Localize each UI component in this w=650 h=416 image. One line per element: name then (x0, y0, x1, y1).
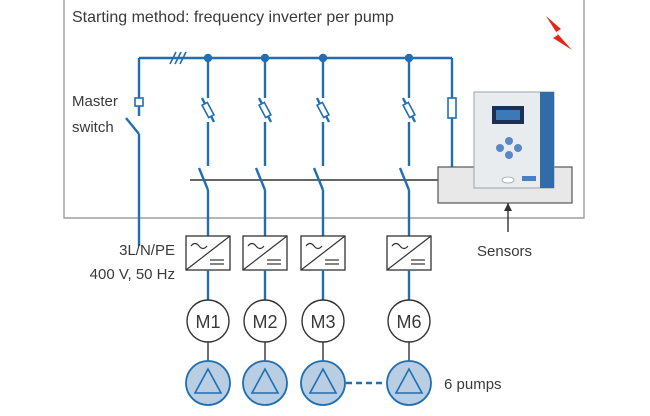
controller-side-panel (540, 92, 554, 188)
motor-label: M3 (310, 312, 335, 332)
pump-2 (242, 360, 288, 406)
pump-triangle-icon (250, 367, 280, 394)
controller-logo (522, 176, 536, 181)
inverter-diagonal (386, 235, 432, 271)
inverter-diagonal (185, 235, 231, 271)
inverter-diagonal (300, 235, 346, 271)
motor-label: M6 (396, 312, 421, 332)
pump-4 (386, 360, 432, 406)
inverter-ac-symbol (190, 242, 208, 250)
inverter-ac-symbol (247, 242, 265, 250)
controller-display-screen (496, 110, 520, 120)
pump-branches: M1 M2 M3 M6 (185, 53, 432, 406)
sensors-arrow (504, 203, 512, 232)
branch-fuse (257, 101, 273, 119)
diagram-title: Starting method: frequency inverter per … (72, 9, 394, 26)
branch-contactor (197, 167, 210, 191)
pump-1 (185, 360, 231, 406)
branch-contactor (398, 167, 411, 191)
supply-label-line2: 400 V, 50 Hz (90, 266, 175, 283)
inverter-ac-symbol (305, 242, 323, 250)
pump-triangle-icon (394, 367, 424, 394)
branch-contactor (312, 167, 325, 191)
branch-contactor (254, 167, 267, 191)
branch-fuse (401, 101, 417, 119)
supply-bus (137, 56, 454, 168)
lightning-bolt-icon (546, 16, 572, 50)
sensors-label: Sensors (477, 243, 532, 260)
inverter-ac-symbol (391, 242, 409, 250)
motor-label: M2 (252, 312, 277, 332)
pump-3 (300, 360, 346, 406)
pumps-count-label: 6 pumps (444, 376, 502, 393)
pump-triangle-icon (193, 367, 223, 394)
master-switch (125, 97, 144, 246)
controller-indicator (501, 176, 515, 184)
motor-label: M1 (195, 312, 220, 332)
controller-keypad-button (496, 144, 504, 152)
pump-triangle-icon (308, 367, 338, 394)
branch-fuse (200, 101, 216, 119)
pump-controller (437, 91, 573, 204)
master-switch-label-line1: Master (72, 93, 118, 110)
branch-fuse (315, 101, 331, 119)
supply-label-line1: 3L/N/PE (119, 242, 175, 259)
master-switch-label-line2: switch (72, 119, 114, 136)
controller-keypad-button (514, 144, 522, 152)
controller-fuse (447, 97, 457, 119)
inverter-diagonal (242, 235, 288, 271)
controller-keypad-button (505, 137, 513, 145)
conductor-ticks (169, 51, 187, 65)
controller-keypad-button (505, 151, 513, 159)
